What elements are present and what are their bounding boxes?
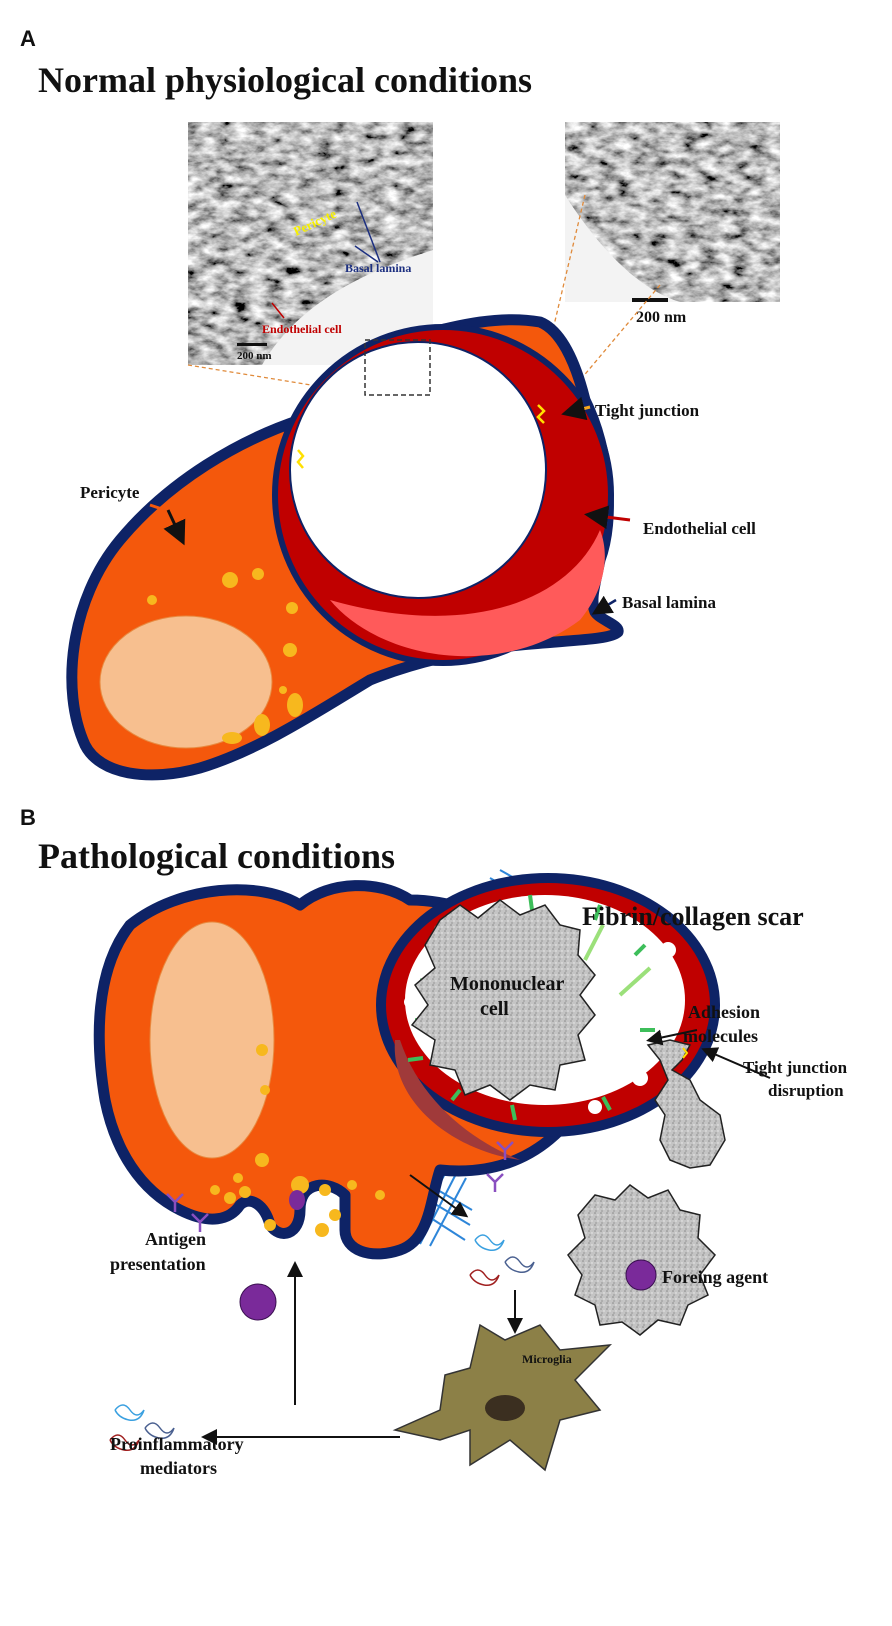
label-adhesion-2: molecules: [683, 1026, 758, 1046]
vessel-a: [272, 324, 614, 666]
label-endothelial-cell: Endothelial cell: [643, 519, 756, 538]
label-pericyte: Pericyte: [80, 483, 140, 502]
panel-a-letter: A: [20, 26, 36, 51]
label-tj-disruption-2: disruption: [768, 1081, 844, 1100]
label-proinflammatory-2: mediators: [140, 1458, 217, 1478]
microglia-cell: [392, 1323, 613, 1472]
foreign-agent-particle: [239, 1283, 277, 1321]
em-label-basal-lamina: Basal lamina: [345, 261, 411, 275]
label-adhesion-1: Adhesion: [688, 1002, 760, 1022]
zoom-region-box: [364, 339, 431, 396]
panel-a-title: Normal physiological conditions: [38, 60, 532, 100]
antibody-icons: [166, 1141, 514, 1232]
label-mononuclear-1: Mononuclear: [450, 973, 565, 995]
label-tj-disruption-1: Tight junction: [743, 1058, 848, 1077]
panel-b-letter: B: [20, 805, 36, 830]
micrograph-2: 200 nm: [565, 122, 780, 326]
label-basal-lamina: Basal lamina: [622, 593, 716, 612]
proinflammatory-mediator-icons: [109, 1234, 535, 1452]
label-antigen-2: presentation: [110, 1254, 206, 1274]
label-antigen-1: Antigen: [145, 1229, 206, 1249]
label-fibrin-scar: Fibrin/collagen scar: [582, 902, 804, 931]
label-mononuclear-2: cell: [480, 998, 509, 1020]
em-scale-bar-1: 200 nm: [237, 350, 272, 362]
em-scale-bar-2: 200 nm: [636, 309, 687, 326]
em-label-endothelial: Endothelial cell: [262, 322, 342, 336]
label-tight-junction: Tight junction: [595, 401, 700, 420]
label-microglia: Microglia: [522, 1352, 572, 1366]
pathway-arrows: [201, 1029, 771, 1445]
mononuclear-cell: [410, 899, 596, 1101]
foreign-agent-legend-icon: [625, 1259, 657, 1291]
tight-junction-mark: [536, 404, 546, 424]
micrograph-1: Pericyte Basal lamina Endothelial cell 2…: [188, 122, 433, 365]
panel-b-title: Pathological conditions: [38, 836, 395, 876]
label-proinflammatory-1: Proinflammatory: [110, 1434, 244, 1454]
label-foreign-agent: Foreing agent: [662, 1267, 768, 1287]
